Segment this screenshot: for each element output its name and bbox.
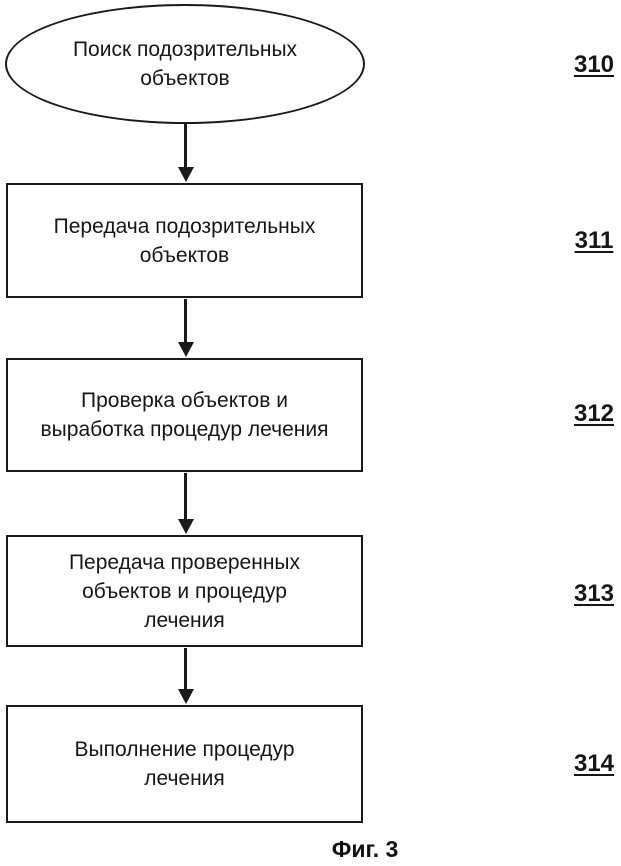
- figure-caption: Фиг. 3: [331, 836, 399, 862]
- arrow-shaft: [184, 124, 187, 167]
- arrow-head-icon: [177, 689, 194, 704]
- node-label: Проверка объектов и выработка процедур л…: [40, 389, 329, 441]
- ref-number-310: 310: [573, 51, 615, 78]
- ref-number-311: 311: [574, 227, 614, 254]
- node-label: Передача проверенных объектов и процедур…: [68, 550, 301, 632]
- flow-arrow: [177, 473, 194, 534]
- arrow-head-icon: [177, 519, 194, 534]
- node-label: Поиск подозрительных объектов: [72, 38, 298, 90]
- node-process-312: Проверка объектов и выработка процедур л…: [6, 358, 363, 472]
- ref-number-312: 312: [573, 400, 615, 427]
- arrow-shaft: [184, 473, 187, 519]
- flow-arrow: [177, 124, 194, 182]
- arrow-shaft: [184, 299, 187, 342]
- arrow-shaft: [184, 648, 187, 689]
- node-process-314: Выполнение процедур лечения: [6, 705, 363, 823]
- node-label: Выполнение процедур лечения: [74, 738, 295, 790]
- ref-number-313: 313: [573, 580, 615, 607]
- arrow-head-icon: [177, 342, 194, 357]
- flow-arrow: [177, 299, 194, 357]
- node-start-ellipse: Поиск подозрительных объектов: [5, 4, 365, 124]
- node-label: Передача подозрительных объектов: [53, 214, 316, 267]
- node-process-311: Передача подозрительных объектов: [6, 183, 363, 298]
- ref-number-314: 314: [573, 750, 615, 777]
- flow-arrow: [177, 648, 194, 704]
- node-process-313: Передача проверенных объектов и процедур…: [6, 535, 363, 647]
- arrow-head-icon: [177, 167, 194, 182]
